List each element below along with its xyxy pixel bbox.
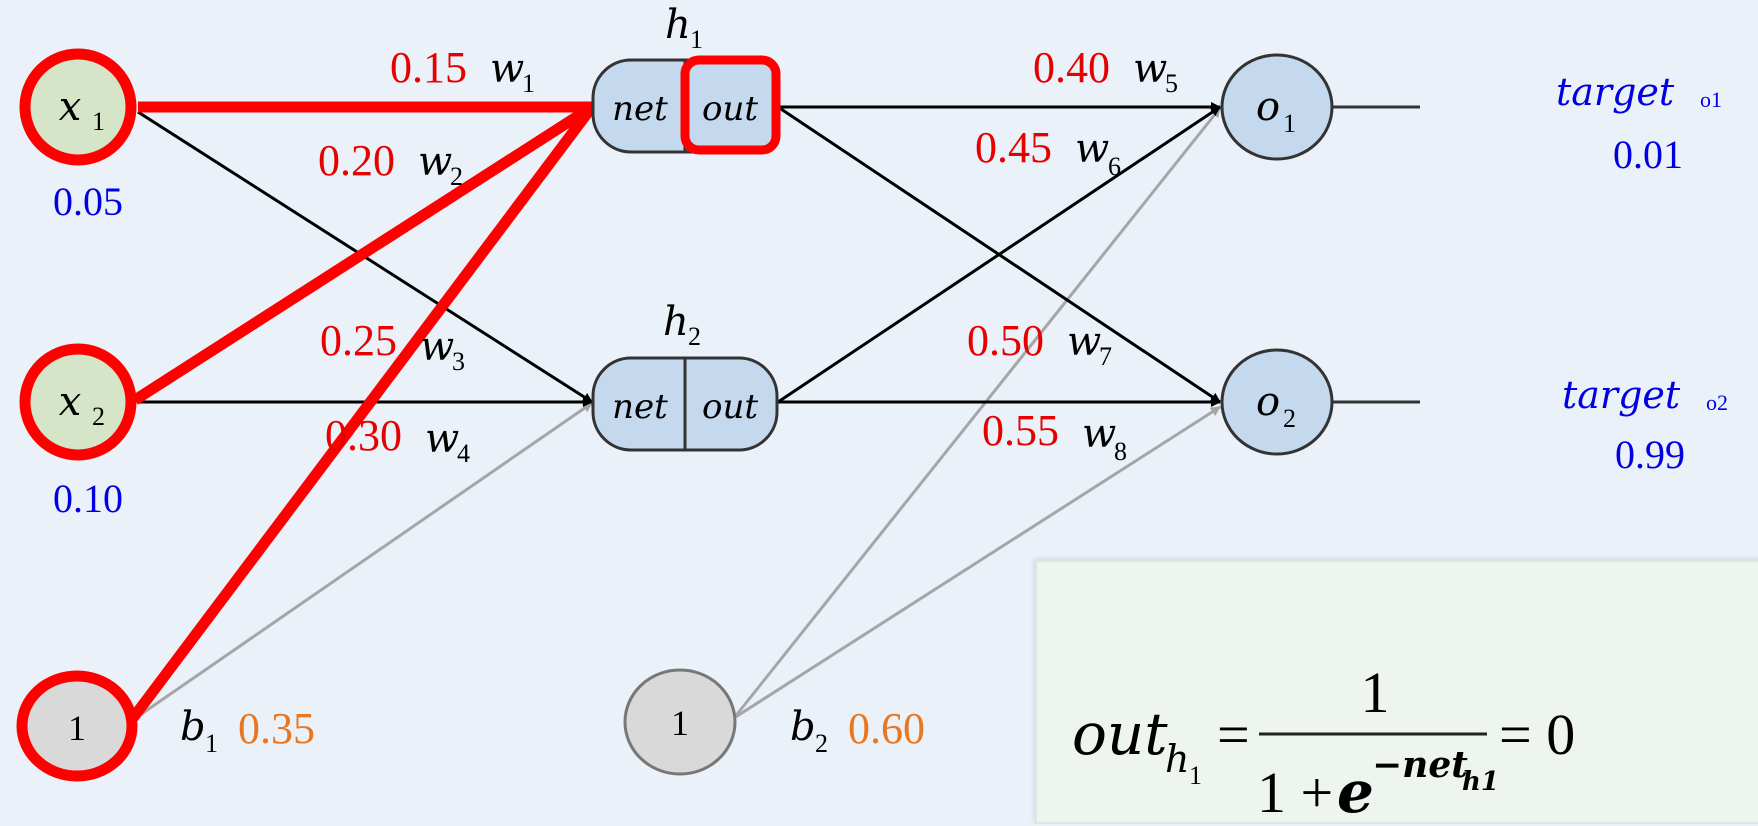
svg-text:o1: o1 (1700, 87, 1722, 112)
svg-text:w: w (418, 139, 452, 185)
bias-label-b1: b 1 0.35 (180, 704, 315, 758)
svg-text:−net: −net (1372, 744, 1468, 786)
svg-text:0.01: 0.01 (1613, 132, 1683, 177)
svg-text:2: 2 (450, 162, 463, 191)
svg-text:target: target (1556, 70, 1675, 114)
svg-text:0.45: 0.45 (975, 123, 1052, 172)
weight-label-w2: 0.20 w 2 (318, 136, 463, 191)
formula-panel: out h 1 = 1 1 + e −net h1 = 0 (1035, 560, 1758, 826)
h2-out-label: out (702, 387, 758, 427)
svg-text:0.30: 0.30 (325, 411, 402, 460)
edge-x2-h1 (132, 102, 595, 405)
svg-text:b: b (790, 704, 816, 750)
svg-text:o2: o2 (1706, 390, 1728, 415)
svg-text:e: e (1337, 758, 1374, 822)
target-o2: target o2 0.99 (1562, 373, 1728, 477)
svg-text:=: = (1217, 702, 1250, 767)
svg-text:3: 3 (452, 347, 465, 376)
weight-label-w5: 0.40 w 5 (1033, 43, 1178, 98)
svg-text:target: target (1562, 373, 1681, 417)
svg-text:0.60: 0.60 (848, 704, 925, 753)
bias-label-b2: b 2 0.60 (790, 704, 925, 758)
svg-text:2: 2 (688, 322, 701, 351)
svg-text:1: 1 (1283, 109, 1296, 138)
output-node-o1: o 1 (1220, 53, 1334, 161)
svg-text:0.40: 0.40 (1033, 43, 1110, 92)
svg-text:h: h (1165, 737, 1189, 781)
svg-text:o: o (1256, 84, 1280, 130)
formula-numerator: 1 (1361, 660, 1390, 725)
svg-text:w: w (1075, 126, 1109, 172)
svg-text:w: w (425, 416, 459, 462)
input-node-x2: x 2 (19, 343, 137, 461)
svg-text:0.25: 0.25 (320, 316, 397, 365)
hidden-node-h1: h 1 net out (591, 2, 781, 155)
bias-node-b2: 1 (623, 668, 737, 776)
input-value-x1: 0.05 (53, 179, 123, 224)
weight-label-w8: 0.55 w 8 (982, 406, 1127, 466)
edge-b1-h1 (128, 103, 597, 722)
svg-text:w: w (1067, 319, 1101, 365)
input-node-x1: x 1 (19, 48, 137, 166)
svg-text:1: 1 (522, 69, 535, 98)
svg-text:6: 6 (1108, 152, 1121, 181)
svg-text:5: 5 (1165, 69, 1178, 98)
svg-text:h: h (665, 2, 691, 48)
sigmoid-formula: out h 1 = 1 1 + e −net h1 = 0 (1072, 660, 1575, 826)
hidden-node-h2: h 2 net out (591, 299, 779, 452)
svg-text:h: h (663, 299, 689, 345)
h1-out-highlight (680, 55, 781, 155)
svg-text:x: x (59, 379, 82, 425)
svg-text:0.55: 0.55 (982, 406, 1059, 455)
svg-text:1: 1 (68, 708, 86, 748)
h1-out-label: out (702, 89, 758, 129)
svg-text:w: w (420, 324, 454, 370)
svg-text:2: 2 (815, 729, 828, 758)
edge-h2-o1 (777, 105, 1221, 404)
svg-text:8: 8 (1114, 437, 1127, 466)
svg-text:0.50: 0.50 (967, 316, 1044, 365)
svg-text:h1: h1 (1462, 767, 1499, 797)
svg-text:0.15: 0.15 (390, 43, 467, 92)
svg-text:1: 1 (92, 107, 105, 136)
bias-node-b1: 1 (16, 670, 138, 782)
h2-net-label: net (612, 387, 668, 427)
svg-text:7: 7 (1099, 342, 1112, 371)
svg-text:1: 1 (1189, 761, 1202, 790)
edge-b1-h2 (139, 401, 593, 717)
weight-label-w4: 0.30 w 4 (325, 411, 470, 468)
formula-rhs: = 0 (1499, 702, 1575, 767)
weight-label-w7: 0.50 w 7 (967, 316, 1112, 371)
weight-label-w1: 0.15 w 1 (390, 43, 535, 98)
h1-net-label: net (612, 89, 668, 129)
svg-text:1 +: 1 + (1257, 760, 1333, 822)
svg-text:b: b (180, 704, 206, 750)
input-value-x2: 0.10 (53, 476, 123, 521)
svg-text:4: 4 (457, 439, 470, 468)
svg-text:w: w (490, 46, 524, 92)
target-o1: target o1 0.01 (1556, 70, 1722, 177)
svg-text:x: x (59, 84, 82, 130)
output-node-o2: o 2 (1220, 348, 1334, 456)
svg-text:0.20: 0.20 (318, 136, 395, 185)
svg-text:w: w (1133, 46, 1167, 92)
svg-text:0.35: 0.35 (238, 704, 315, 753)
svg-text:1: 1 (205, 729, 218, 758)
formula-lhs: out (1072, 700, 1168, 768)
edge-b2-o2 (733, 405, 1221, 720)
svg-text:o: o (1256, 379, 1280, 425)
weight-label-w6: 0.45 w 6 (975, 123, 1121, 181)
edge-b2-o1 (732, 107, 1222, 719)
svg-text:2: 2 (92, 402, 105, 431)
svg-text:0.99: 0.99 (1615, 432, 1685, 477)
neural-network-diagram: x 1 0.05 x 2 0.10 1 b 1 0.35 1 b 2 0.60 … (16, 2, 1728, 782)
weight-label-w3: 0.25 w 3 (320, 316, 465, 376)
svg-text:1: 1 (671, 703, 689, 743)
svg-text:1: 1 (690, 25, 703, 54)
svg-text:w: w (1082, 411, 1116, 457)
svg-text:2: 2 (1283, 404, 1296, 433)
